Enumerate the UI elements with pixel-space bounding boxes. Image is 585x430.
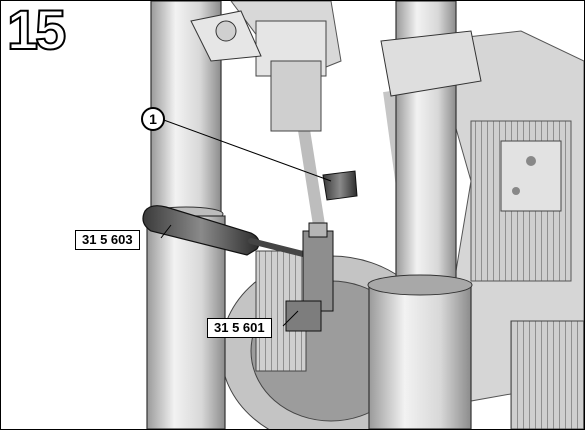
special-tool-handle — [142, 205, 314, 259]
rubber-buffer — [322, 170, 358, 201]
steering-yoke — [190, 10, 482, 97]
leader-lines — [160, 118, 332, 327]
radiator — [510, 320, 584, 429]
step-number: 15 — [6, 0, 67, 62]
tool-label-handle: 31 5 603 — [75, 230, 140, 250]
callout-marker: 1 — [141, 107, 165, 131]
special-tool-bracket — [285, 222, 334, 332]
tool-label-bracket: 31 5 601 — [207, 318, 272, 338]
